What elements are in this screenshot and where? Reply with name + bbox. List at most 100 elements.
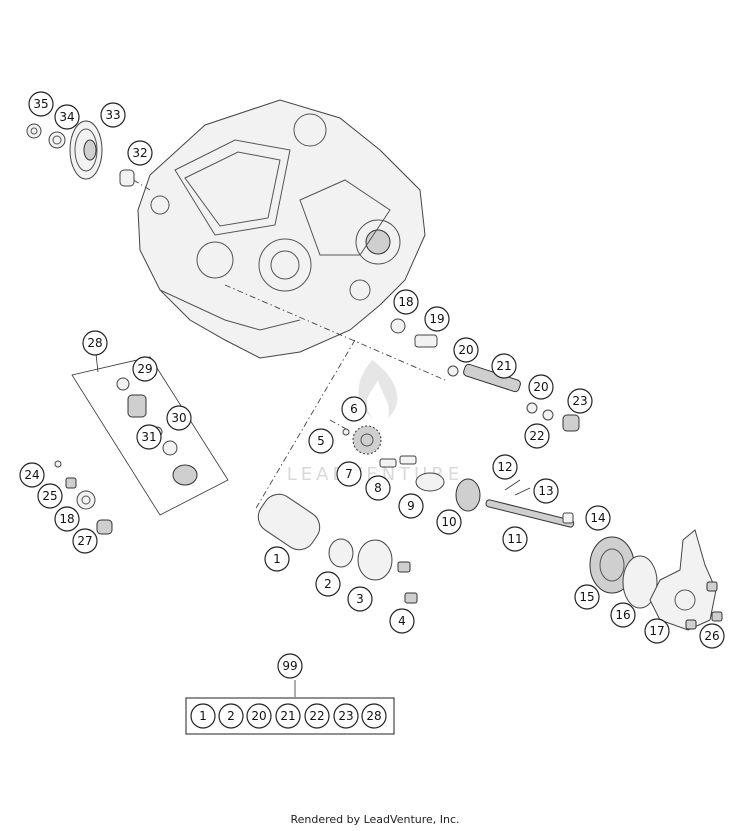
svg-text:23: 23 [572,394,587,408]
svg-text:4: 4 [398,614,406,628]
callout-31[interactable]: 31 [136,424,162,450]
svg-text:19: 19 [429,312,444,326]
callout-5[interactable]: 5 [308,428,334,454]
svg-text:7: 7 [345,467,353,481]
kit-item-1[interactable]: 1 [190,703,216,729]
svg-text:1: 1 [273,552,281,566]
kit-item-22[interactable]: 22 [304,703,330,729]
callout-2[interactable]: 2 [315,571,341,597]
svg-text:11: 11 [507,532,522,546]
callout-24[interactable]: 24 [19,462,45,488]
pump-gear-assembly [342,425,575,528]
callout-32[interactable]: 32 [127,140,153,166]
callout-1[interactable]: 1 [264,546,290,572]
svg-text:35: 35 [33,97,48,111]
leader-lines [95,353,296,697]
callout-28[interactable]: 28 [82,330,108,356]
kit-item-28[interactable]: 28 [361,703,387,729]
callout-17[interactable]: 17 [644,618,670,644]
callout-15[interactable]: 15 [574,584,600,610]
svg-text:14: 14 [590,511,605,525]
svg-text:9: 9 [407,499,415,513]
callout-34[interactable]: 34 [54,104,80,130]
svg-text:28: 28 [366,709,381,723]
callout-14[interactable]: 14 [585,505,611,531]
svg-text:24: 24 [24,468,39,482]
callout-20-lower[interactable]: 20 [528,374,554,400]
svg-text:30: 30 [171,411,186,425]
callout-7[interactable]: 7 [336,461,362,487]
callout-11[interactable]: 11 [502,526,528,552]
callout-20-upper[interactable]: 20 [453,337,479,363]
assembly-lines [124,174,446,511]
svg-text:12: 12 [497,460,512,474]
svg-text:22: 22 [309,709,324,723]
filter-assembly [257,493,418,604]
svg-text:28: 28 [87,336,102,350]
pump-cover-assembly [589,529,723,631]
svg-text:3: 3 [356,592,364,606]
svg-text:31: 31 [141,430,156,444]
svg-text:20: 20 [458,343,473,357]
callout-23[interactable]: 23 [567,388,593,414]
left-small-parts [54,460,113,535]
gear-assembly [26,120,135,187]
callout-25[interactable]: 25 [37,483,63,509]
svg-text:5: 5 [317,434,325,448]
callout-10[interactable]: 10 [436,509,462,535]
svg-text:2: 2 [227,709,235,723]
svg-text:23: 23 [338,709,353,723]
callout-33[interactable]: 33 [100,102,126,128]
svg-text:26: 26 [704,629,719,643]
svg-text:25: 25 [42,489,57,503]
callout-21[interactable]: 21 [491,353,517,379]
callout-8[interactable]: 8 [365,475,391,501]
watermark-flame-icon [358,360,398,418]
svg-text:32: 32 [132,146,147,160]
svg-text:27: 27 [77,534,92,548]
svg-text:22: 22 [529,429,544,443]
footer-credit: Rendered by LeadVenture, Inc. [290,813,460,826]
callout-18-right[interactable]: 18 [393,289,419,315]
callout-27[interactable]: 27 [72,528,98,554]
svg-text:21: 21 [280,709,295,723]
callout-4[interactable]: 4 [389,608,415,634]
svg-text:8: 8 [374,481,382,495]
svg-text:1: 1 [199,709,207,723]
svg-text:13: 13 [538,484,553,498]
callout-99[interactable]: 99 [277,653,303,679]
callout-9[interactable]: 9 [398,493,424,519]
kit-item-2[interactable]: 2 [218,703,244,729]
kit-item-20[interactable]: 20 [246,703,272,729]
crankcase-drawing [137,99,426,359]
callout-3[interactable]: 3 [347,586,373,612]
callout-29[interactable]: 29 [132,356,158,382]
callout-13[interactable]: 13 [533,478,559,504]
watermark: LEADVENTURE [287,360,459,485]
kit-contents-box [185,697,395,735]
svg-text:10: 10 [441,515,456,529]
callout-16[interactable]: 16 [610,602,636,628]
svg-text:16: 16 [615,608,630,622]
svg-text:20: 20 [251,709,266,723]
callout-30[interactable]: 30 [166,405,192,431]
callout-19[interactable]: 19 [424,306,450,332]
svg-text:33: 33 [105,108,120,122]
svg-text:17: 17 [649,624,664,638]
svg-text:21: 21 [496,359,511,373]
svg-text:20: 20 [533,380,548,394]
shaft-assembly [390,318,580,432]
callout-6[interactable]: 6 [341,396,367,422]
callout-22[interactable]: 22 [524,423,550,449]
callout-26[interactable]: 26 [699,623,725,649]
svg-text:18: 18 [398,295,413,309]
callout-18-left[interactable]: 18 [54,506,80,532]
callout-12[interactable]: 12 [492,454,518,480]
svg-text:18: 18 [59,512,74,526]
kit-item-21[interactable]: 21 [275,703,301,729]
svg-text:6: 6 [350,402,358,416]
callout-35[interactable]: 35 [28,91,54,117]
kit-item-23[interactable]: 23 [333,703,359,729]
svg-text:99: 99 [282,659,297,673]
